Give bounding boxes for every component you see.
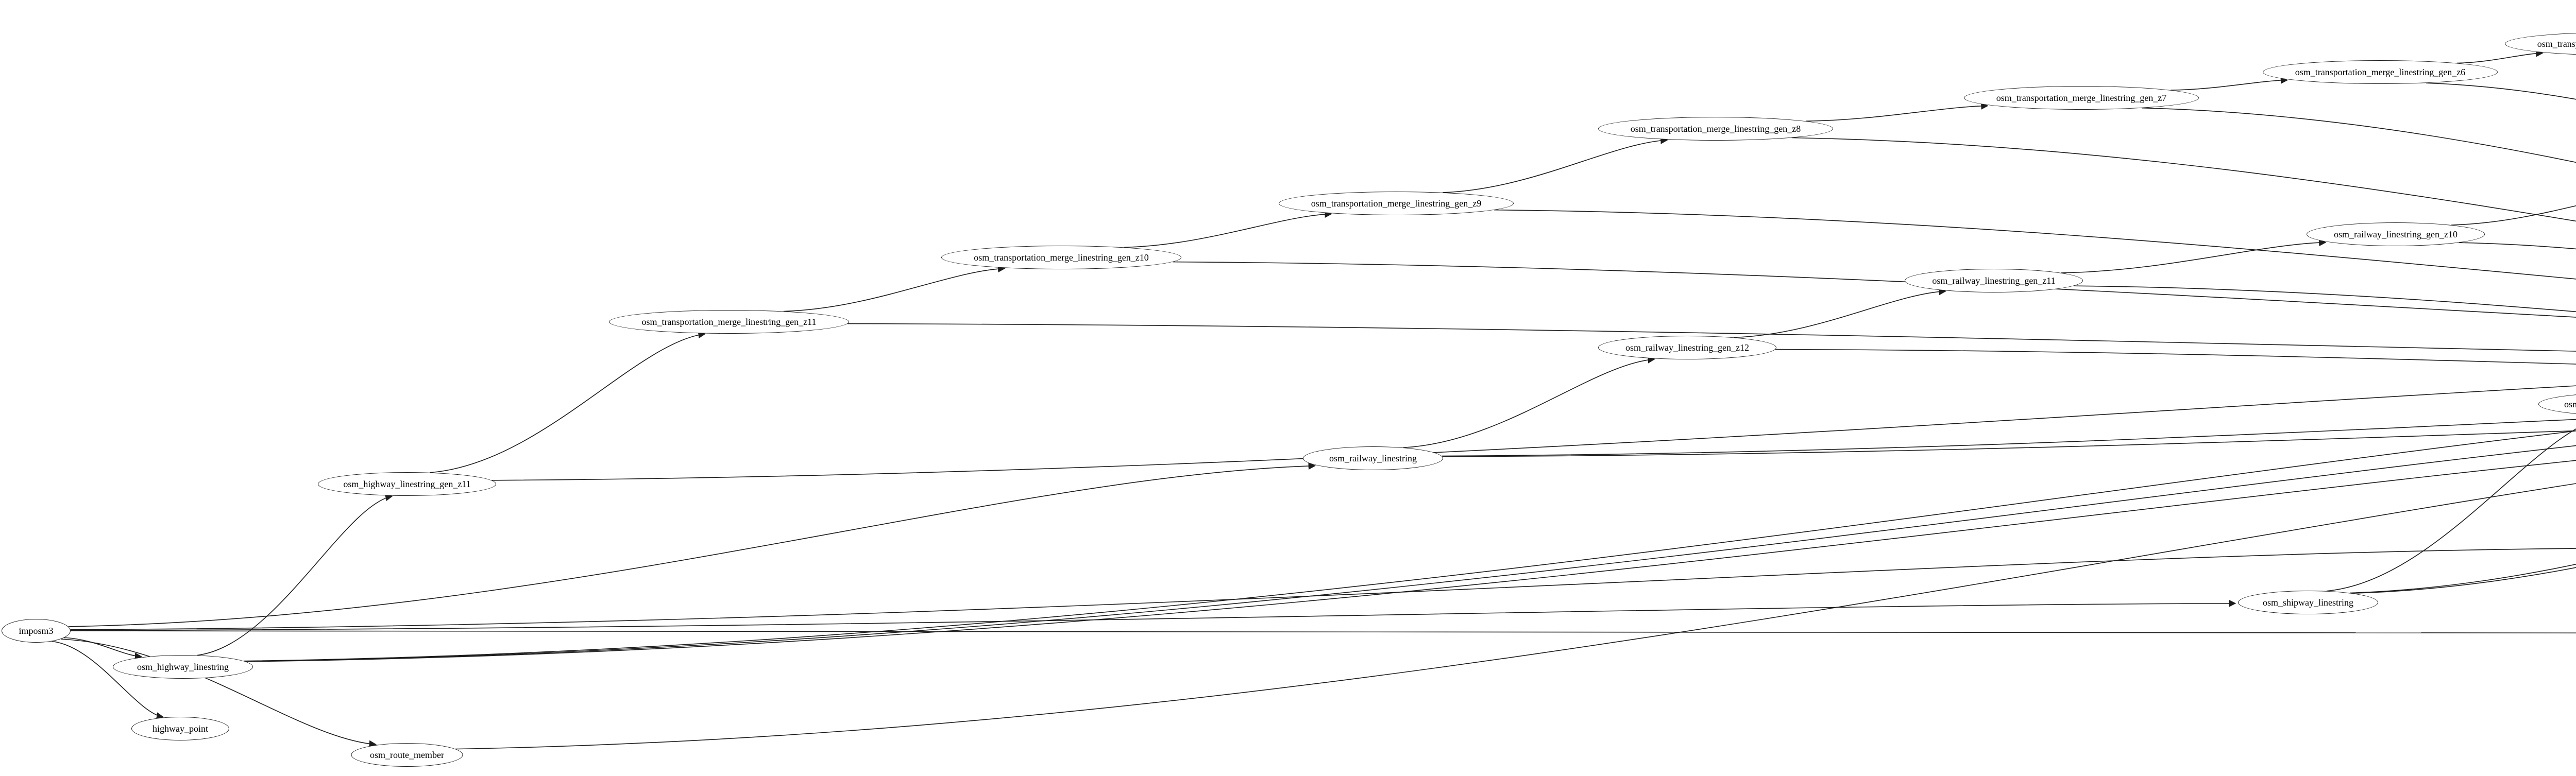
edge-group (52, 49, 2576, 750)
edge-tmerge_z9-to-row-z9 (1494, 209, 2576, 280)
edge-rail_z12-to-row-z12 (1775, 349, 2576, 365)
edge-hw-to-row-z12 (244, 430, 2576, 662)
node-route_member: osm_route_member (351, 743, 463, 767)
edge-imposm3-to-hw (64, 637, 143, 660)
edge-imposm3-to-rail (68, 462, 1316, 627)
node-tmerge_z9: osm_transportation_merge_linestring_gen_… (1279, 192, 1514, 215)
node-hw: osm_highway_linestring (113, 655, 253, 679)
edge-tmerge_z8-to-tmerge_z7 (1805, 102, 1989, 122)
node-rail_z11: osm_railway_linestring_gen_z11 (1905, 269, 2083, 292)
node-hw_point: highway_point (131, 717, 229, 740)
edge-tmerge_z9-to-tmerge_z8 (1443, 136, 1668, 193)
edge-rail-to-row-z14+ (1442, 430, 2576, 457)
edge-tmerge_z11-to-row-z11 (848, 323, 2576, 352)
edge-imposm3-to-ship (70, 599, 2236, 631)
edge-tmerge_z7-to-tmerge_z6 (2171, 76, 2289, 91)
edge-tmerge_z6-to-tmerge_z5 (2456, 49, 2544, 64)
node-tmerge_z8: osm_transportation_merge_linestring_gen_… (1598, 117, 1833, 141)
edge-rail-to-rail_z12 (1403, 356, 1655, 449)
edge-ship-to-row-z13 (2350, 563, 2576, 594)
node-ship: osm_shipway_linestring (2238, 591, 2378, 614)
edge-imposm3-to-route_member (60, 639, 377, 748)
node-tmerge_z6: osm_transportation_merge_linestring_gen_… (2263, 60, 2498, 84)
edge-hw_z11-to-row-z11 (492, 385, 2576, 481)
edge-tmerge_z10-to-row-z10 (1173, 261, 2576, 318)
node-tmerge_z10: osm_transportation_merge_linestring_gen_… (941, 246, 1181, 269)
node-rail: osm_railway_linestring (1303, 446, 1443, 470)
edge-hw_z11-to-tmerge_z11 (430, 331, 706, 473)
edge-imposm3-to-hw_point (52, 641, 164, 720)
edge-imposm3-to-aerial (70, 548, 2576, 630)
edge-rail_z12-to-rail_z11 (1733, 287, 1946, 338)
edge-tmerge_z6-to-row-z6 (2426, 82, 2576, 100)
edge-ship-to-ship_z12 (2326, 428, 2576, 592)
edge-tmerge_z8-to-row-z8 (1791, 137, 2576, 222)
node-tmerge_z7: osm_transportation_merge_linestring_gen_… (1964, 86, 2199, 110)
edge-hw-to-hw_z11 (197, 494, 393, 656)
node-rail_z10: osm_railway_linestring_gen_z10 (2307, 222, 2485, 246)
edge-tmerge_z11-to-tmerge_z10 (783, 265, 1006, 312)
edge-tmerge_z7-to-row-z7 (2142, 107, 2576, 163)
edge-rail_z10-to-row-z10 (2459, 242, 2576, 250)
edge-rail_z11-to-rail_z10 (2061, 238, 2327, 273)
node-rail_z12: osm_railway_linestring_gen_z12 (1598, 336, 1776, 359)
edge-rail_z10-to-rail_z9 (2451, 205, 2576, 226)
edge-hw-to-row-z14+ (245, 460, 2576, 662)
edge-hw-to-row-z13 (245, 445, 2576, 662)
edge-route_member-to-row-z14+ (455, 483, 2576, 750)
edge-tmerge_z10-to-tmerge_z9 (1124, 210, 1332, 248)
edge-ship-to-row-z14+ (2352, 567, 2576, 594)
node-imposm3: imposm3 (2, 619, 71, 643)
edge-imposm3-to-hw_poly (70, 630, 2576, 634)
node-tmerge_z11: osm_transportation_merge_linestring_gen_… (609, 310, 849, 334)
node-hw_z11: osm_highway_linestring_gen_z11 (318, 472, 496, 496)
edge-rail-to-row-z13 (1442, 419, 2576, 457)
edge-rail_z11-to-row-z11 (2074, 285, 2576, 313)
